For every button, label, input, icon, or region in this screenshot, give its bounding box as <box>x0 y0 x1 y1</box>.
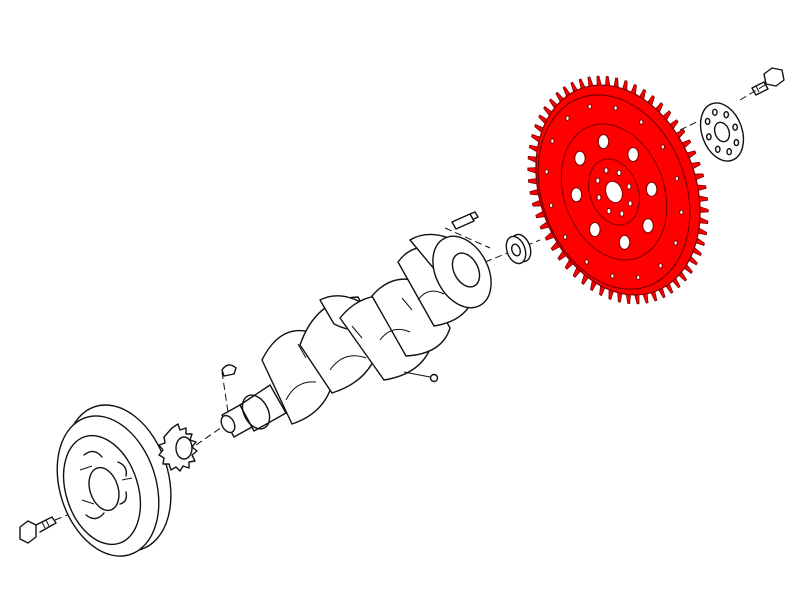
flywheel-large-hole <box>618 234 631 250</box>
flywheel-large-hole <box>645 181 658 197</box>
flywheel-outer-hole <box>563 234 568 240</box>
flywheel <box>527 75 709 305</box>
flywheel-bolt-hole <box>596 194 602 201</box>
flywheel-bolt-hole <box>603 167 609 174</box>
flywheel-outer-hole <box>679 209 684 215</box>
flywheel-outer-hole <box>548 202 554 209</box>
flywheel-outer-hole <box>613 105 618 111</box>
flywheel-outer-hole <box>544 169 549 175</box>
flywheel-bolt <box>751 67 785 96</box>
plate-bolt-hole <box>714 145 721 154</box>
flywheel-outer-hole <box>660 144 665 150</box>
flywheel-bolt-hole <box>627 200 633 207</box>
flywheel-tooth <box>699 206 709 213</box>
flywheel-bolt-hole <box>606 208 612 215</box>
flywheel-bolt-hole <box>616 169 622 176</box>
pilot-bearing <box>505 233 532 265</box>
flywheel-large-hole <box>642 218 654 234</box>
plate-bolt-hole <box>726 148 733 156</box>
flywheel-large-hole <box>597 134 610 150</box>
crankshaft <box>220 233 492 438</box>
plate-bolt-hole <box>732 123 739 131</box>
stud-bolt <box>451 211 479 230</box>
flywheel-tooth <box>527 167 537 174</box>
flywheel-outer-hole <box>565 115 570 121</box>
flywheel-bolt-hole <box>626 183 632 190</box>
flywheel-outer-hole <box>658 263 663 269</box>
crankshaft-pulley <box>56 404 172 557</box>
flywheel-outer-hole <box>610 273 615 279</box>
flywheel-large-hole <box>574 150 586 166</box>
flywheel-tooth <box>587 76 594 87</box>
pulley-bolt <box>19 516 57 544</box>
flywheel-outer-hole <box>639 119 644 125</box>
flywheel-tooth <box>596 75 602 86</box>
woodruff-key <box>221 364 237 377</box>
flywheel-outer-hole <box>584 259 589 265</box>
plate-bolt-hole <box>723 110 730 119</box>
flywheel-tooth <box>634 294 640 305</box>
flywheel-outer-hole <box>673 240 678 246</box>
flywheel-tooth <box>625 293 631 304</box>
flywheel-large-hole <box>627 146 639 162</box>
reinforcement-plate <box>699 102 745 162</box>
crankshaft-sprocket <box>158 423 198 472</box>
flywheel-outer-hole <box>550 138 555 144</box>
flywheel-tooth <box>698 195 709 202</box>
flywheel-tooth <box>527 155 537 163</box>
flywheel-outer-hole <box>587 103 592 110</box>
flywheel-bolt-hole <box>595 177 601 184</box>
plate-bolt-hole <box>733 138 740 147</box>
flywheel-large-hole <box>570 187 583 203</box>
plate-bolt-hole <box>704 117 711 126</box>
flywheel-large-hole <box>589 222 601 238</box>
flywheel-tooth <box>527 178 538 185</box>
flywheel-bolt-hole <box>619 210 625 217</box>
flywheel-tooth <box>699 217 709 225</box>
plate-bolt-hole <box>705 133 712 141</box>
flywheel-outer-hole <box>674 175 680 182</box>
flywheel-tooth <box>642 293 649 304</box>
flywheel-tooth <box>605 76 611 87</box>
flywheel-outer-hole <box>636 274 641 281</box>
plate-bolt-hole <box>711 108 718 116</box>
